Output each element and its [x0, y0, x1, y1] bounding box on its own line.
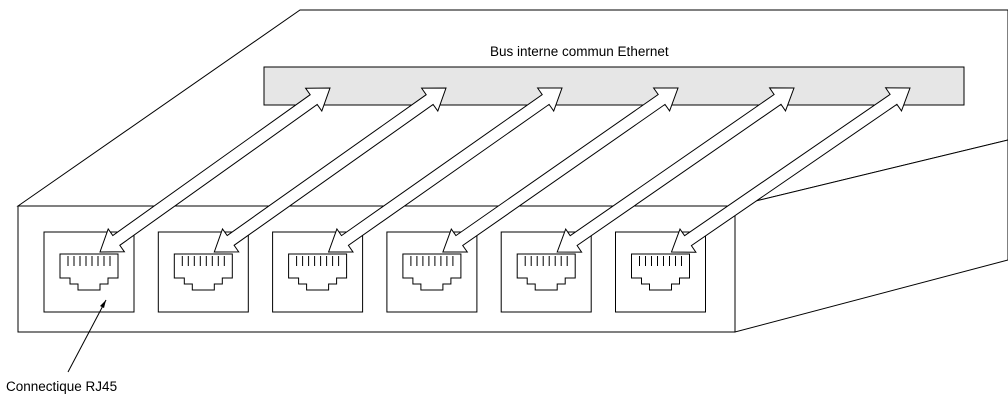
rj45-jack-icon — [631, 253, 690, 291]
rj45-jack-icon — [59, 253, 119, 291]
connector-label: Connectique RJ45 — [6, 379, 117, 394]
internal-bus — [263, 66, 965, 106]
rj45-port — [43, 231, 135, 313]
bus-connection-arrow — [442, 87, 679, 253]
rj45-port — [272, 231, 364, 313]
bus-connection-arrow — [327, 87, 563, 253]
bus-connection-arrow — [99, 87, 331, 253]
bus-connections — [99, 87, 911, 253]
bus-connection-arrow — [213, 87, 447, 253]
connector-leader-arrowhead — [100, 300, 106, 308]
rj45-ports — [43, 231, 706, 313]
rj45-port — [500, 231, 592, 313]
hub-box — [16, 9, 1008, 333]
rj45-jack-icon — [516, 253, 576, 291]
bus-label: Bus interne commun Ethernet — [490, 44, 669, 59]
rj45-jack-icon — [402, 253, 462, 291]
rj45-jack-icon — [173, 253, 233, 291]
bus-connection-arrow — [670, 87, 911, 253]
connector-leader-line — [67, 299, 107, 373]
rj45-port — [615, 231, 706, 313]
bus-connection-arrow — [556, 87, 795, 253]
rj45-jack-icon — [288, 253, 348, 291]
